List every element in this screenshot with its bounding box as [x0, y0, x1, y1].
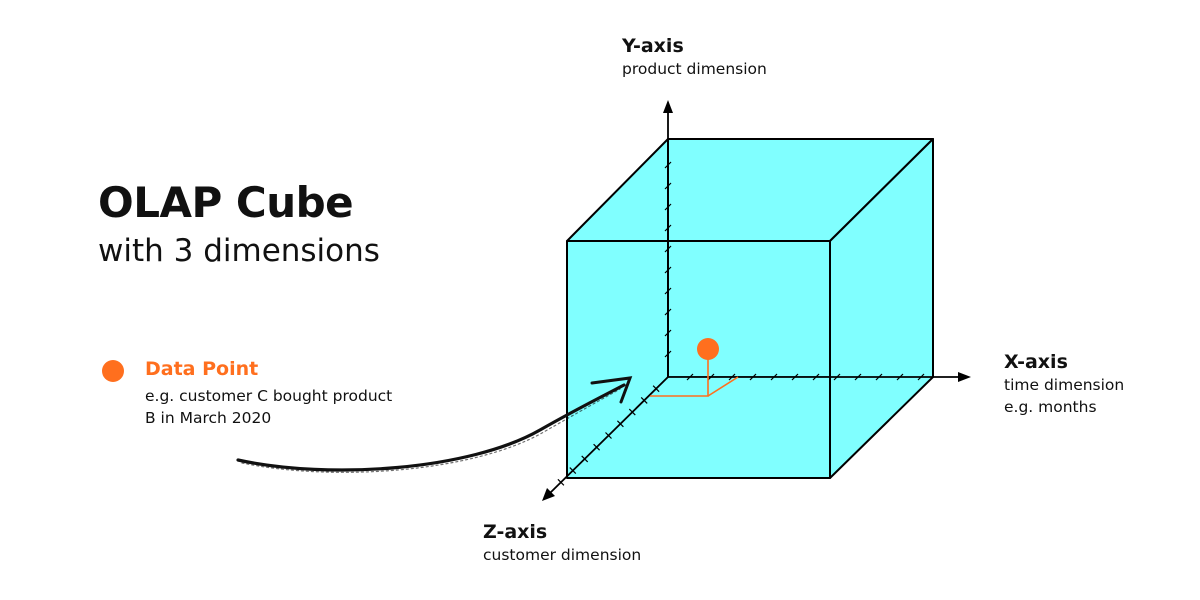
y-axis-tick: [664, 266, 672, 274]
z-axis-tick: [605, 432, 612, 439]
x-axis-label: X-axis time dimension e.g. months: [1004, 350, 1124, 418]
z-axis-description: customer dimension: [483, 546, 642, 564]
x-axis-tick: [791, 373, 799, 381]
axis-ticks: [557, 161, 925, 486]
z-axis-tick: [616, 420, 624, 428]
title-block: OLAP Cube with 3 dimensions: [98, 178, 380, 272]
y-axis-tick: [664, 245, 672, 253]
z-axis-arrowhead: [542, 488, 555, 501]
data-point-circle: [697, 338, 719, 360]
y-axis-label: Y-axis product dimension: [622, 34, 767, 80]
x-axis-tick: [917, 373, 925, 381]
z-axis-tick: [569, 467, 577, 475]
page-subtitle: with 3 dimensions: [98, 233, 380, 269]
y-axis-description: product dimension: [622, 60, 767, 78]
y-axis-tick: [664, 203, 672, 211]
z-axis-tick: [652, 385, 660, 393]
x-axis-tick: [749, 373, 757, 381]
data-point-label: Data Point: [145, 358, 259, 380]
x-axis-tick: [896, 373, 904, 381]
z-axis-label: Z-axis customer dimension: [483, 520, 641, 566]
data-point-description: e.g. customer C bought product B in Marc…: [145, 387, 393, 427]
page-title: OLAP Cube: [98, 178, 354, 227]
y-axis-arrowhead: [663, 100, 673, 113]
y-axis-title: Y-axis: [622, 35, 684, 57]
x-axis-tick: [854, 373, 862, 381]
cube: [566, 138, 934, 479]
y-axis-tick: [664, 182, 672, 190]
x-axis-title: X-axis: [1004, 351, 1068, 373]
y-axis-tick: [664, 287, 672, 295]
y-axis-tick: [664, 329, 672, 337]
z-axis-tick: [628, 408, 636, 416]
x-axis-example: e.g. months: [1004, 398, 1097, 416]
x-axis-tick: [875, 373, 883, 381]
data-point-marker: [650, 338, 739, 397]
y-axis-tick: [664, 350, 672, 358]
x-axis-tick: [728, 373, 736, 381]
x-axis-tick: [707, 373, 715, 381]
z-axis-tick: [593, 443, 601, 451]
x-axis-tick: [686, 373, 694, 381]
y-axis-tick: [664, 308, 672, 316]
y-axis-tick: [664, 224, 672, 232]
pointer-arrow: [236, 376, 633, 473]
x-axis-tick: [770, 373, 778, 381]
data-point-guide-z: [707, 376, 739, 397]
data-point-legend-dot: [102, 360, 124, 382]
x-axis-tick: [812, 373, 820, 381]
pointer-arrow-curve-texture: [241, 388, 621, 473]
z-axis-tick: [581, 455, 589, 463]
z-axis-title: Z-axis: [483, 521, 548, 543]
y-axis-tick: [664, 161, 672, 169]
cube-front-face: [566, 240, 831, 479]
pointer-arrow-curve: [236, 383, 626, 472]
z-axis-tick: [557, 478, 565, 486]
pointer-arrowhead: [590, 376, 633, 404]
x-axis-arrowhead: [958, 372, 971, 382]
x-axis-description: time dimension: [1004, 376, 1125, 394]
z-axis-tick: [640, 396, 648, 404]
x-axis-tick: [833, 373, 841, 381]
